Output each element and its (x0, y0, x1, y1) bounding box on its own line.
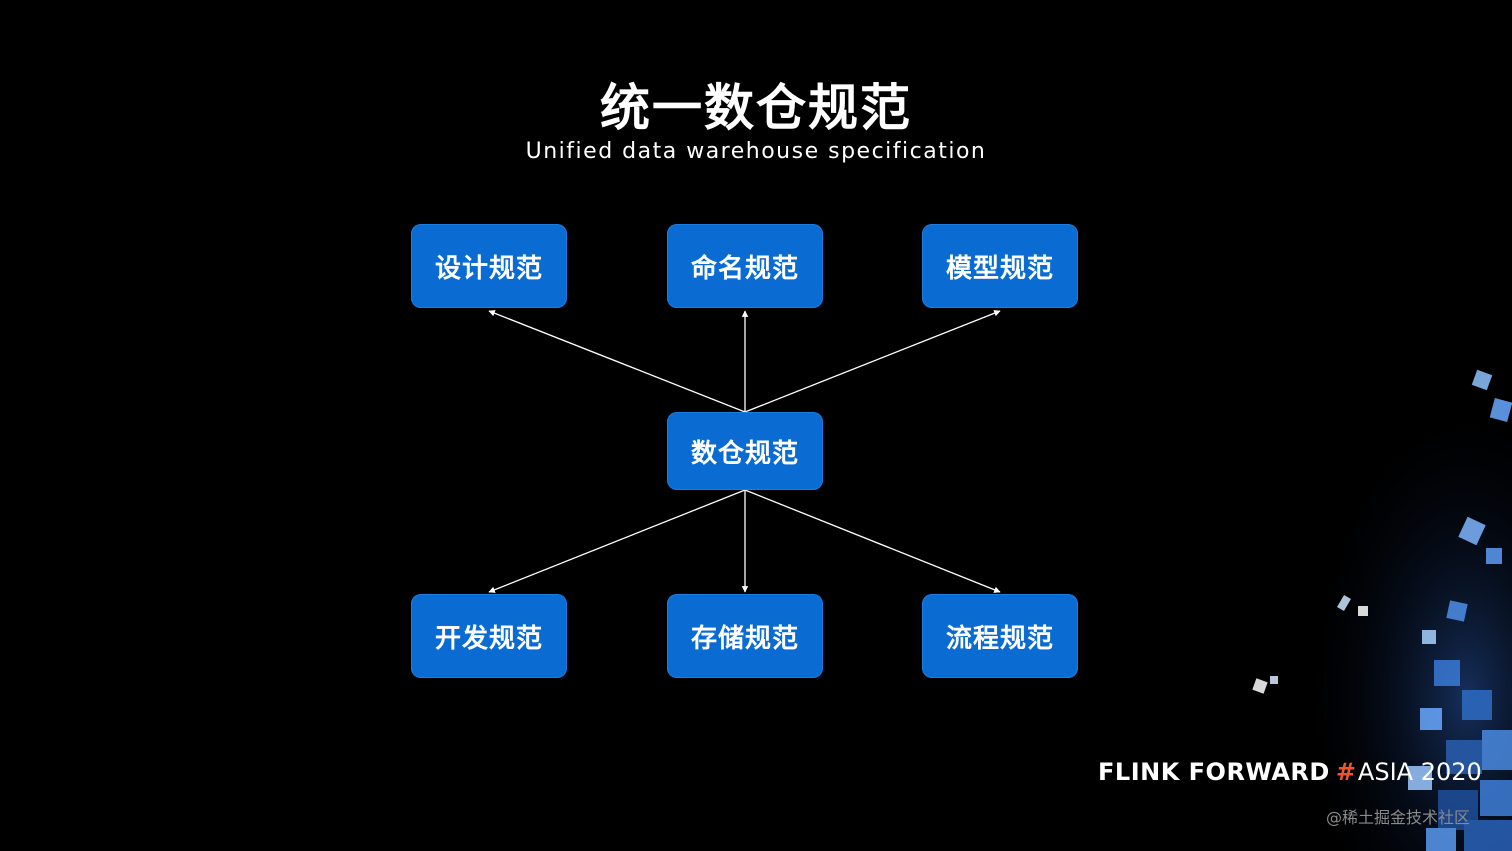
node-process-spec: 流程规范 (922, 594, 1078, 678)
page-title: 统一数仓规范 (600, 79, 912, 137)
edge-center-to-model (744, 310, 1001, 413)
page-subtitle: Unified data warehouse specification (525, 139, 987, 164)
brand-name: FLINK FORWARD (1098, 758, 1330, 786)
edge-center-to-design (488, 310, 746, 413)
event-brand-logo: FLINK FORWARD # ASIA 2020 (1098, 755, 1482, 789)
node-storage-spec: 存储规范 (667, 594, 823, 678)
edge-center-to-develop (488, 489, 746, 593)
node-design-spec: 设计规范 (411, 224, 567, 308)
edge-center-to-process (744, 489, 1001, 593)
node-naming-spec: 命名规范 (667, 224, 823, 308)
brand-hash: # (1335, 758, 1356, 786)
node-model-spec: 模型规范 (922, 224, 1078, 308)
node-development-spec: 开发规范 (411, 594, 567, 678)
decorative-cubes (1212, 300, 1512, 851)
brand-event: ASIA 2020 (1357, 758, 1482, 786)
node-data-warehouse-spec: 数仓规范 (667, 412, 823, 490)
watermark: @稀土掘金技术社区 (1326, 808, 1471, 827)
